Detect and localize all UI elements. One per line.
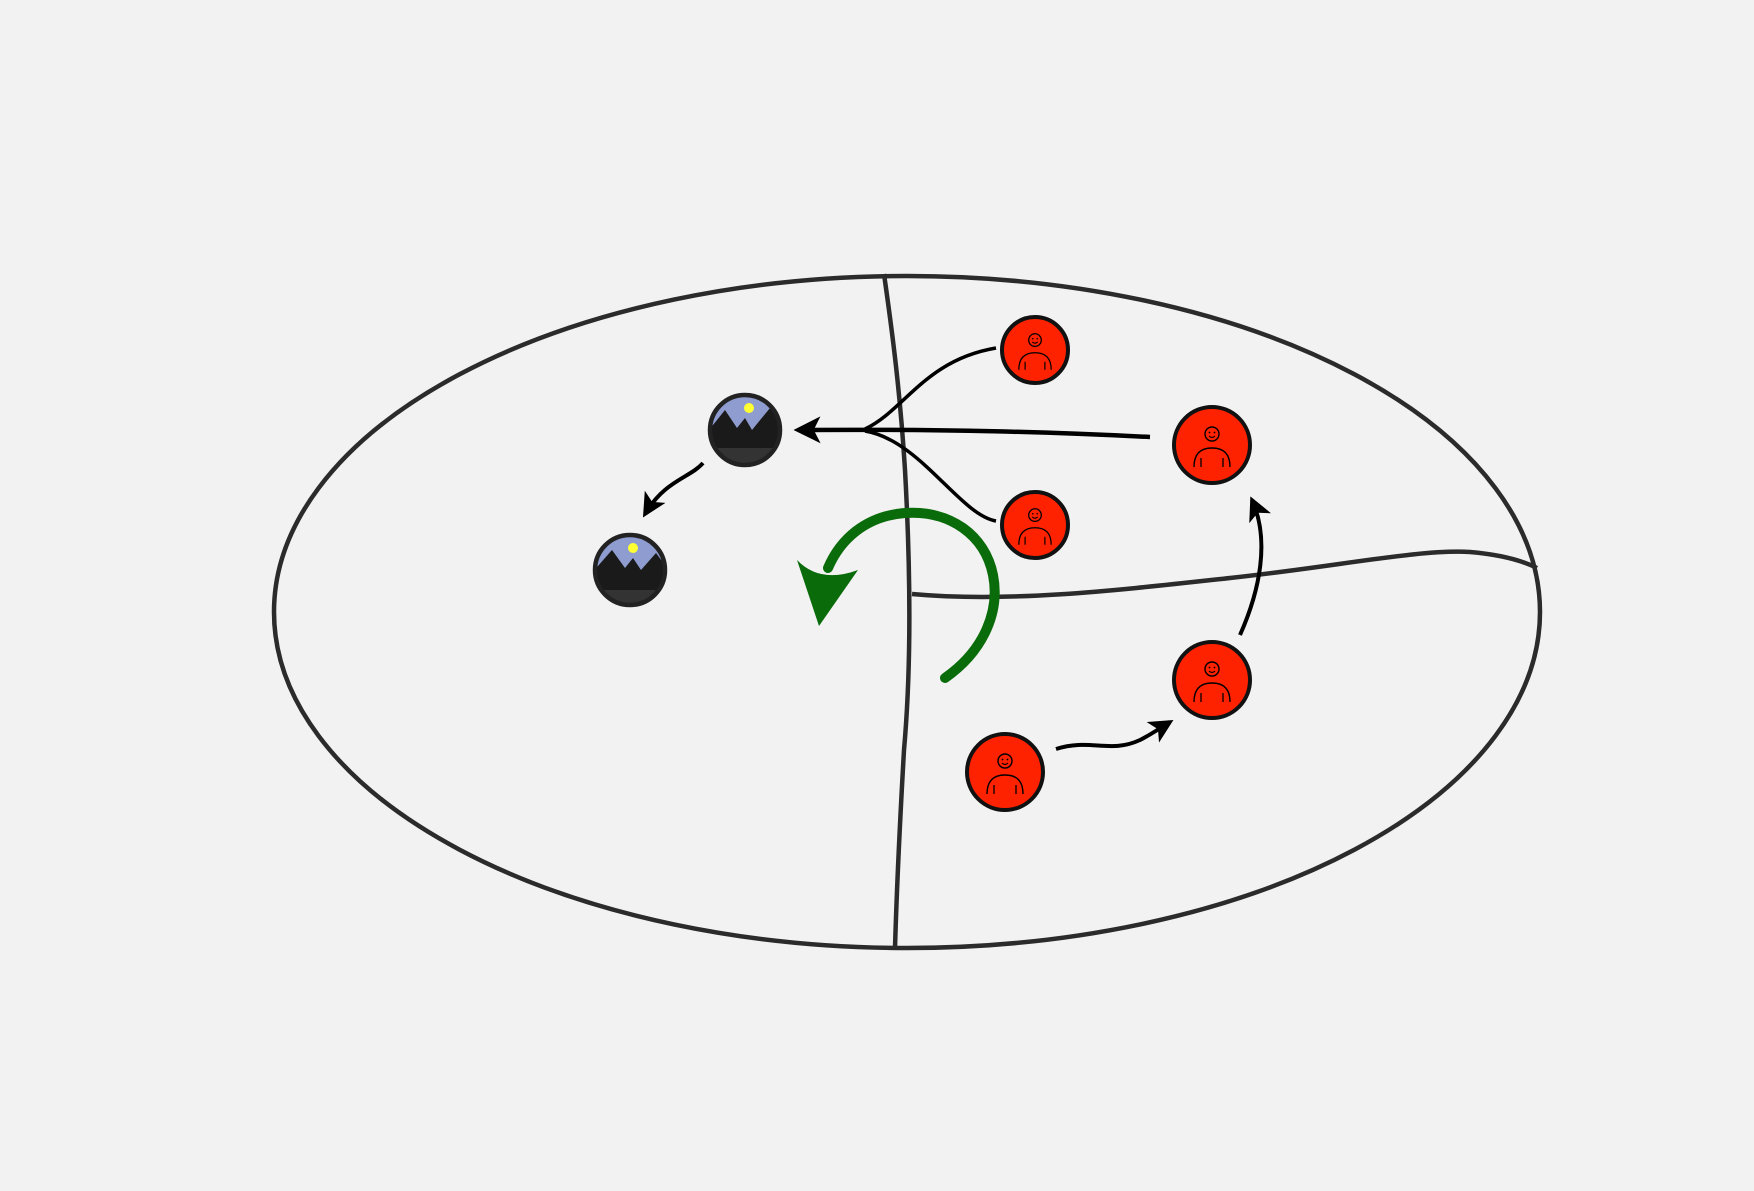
world-ellipse — [271, 273, 1543, 951]
landscape-nodes — [590, 390, 785, 610]
world-outline — [271, 273, 1543, 951]
person-node[interactable] — [1172, 640, 1252, 720]
person-node[interactable] — [1000, 490, 1070, 560]
arrow-person-1-to-landscape-1 — [864, 346, 997, 431]
person-node[interactable] — [1172, 405, 1252, 485]
arrow-person-3-to-landscape-1 — [864, 429, 997, 523]
rotate-counterclockwise-icon — [797, 507, 1000, 683]
landscape-node[interactable] — [705, 390, 785, 470]
person-node-circle — [1000, 315, 1070, 385]
mountain-landscape-icon — [710, 395, 780, 465]
landscape-node[interactable] — [590, 530, 670, 610]
person-node[interactable] — [965, 732, 1045, 812]
person-node[interactable] — [1000, 315, 1070, 385]
arrow-person-2-to-landscape-1 — [793, 416, 1151, 444]
arrow-person-4-to-person-2 — [1238, 496, 1272, 636]
person-nodes — [965, 315, 1252, 812]
world-vertical-divider — [881, 273, 912, 949]
person-node-circle — [1000, 490, 1070, 560]
arrow-landscape-1-to-landscape-2 — [642, 461, 705, 518]
person-node-circle — [1172, 405, 1252, 485]
connection-arrows — [642, 346, 1272, 751]
person-node-circle — [1172, 640, 1252, 720]
rotation-arrowhead — [797, 560, 858, 626]
rotation-arc — [823, 507, 1000, 683]
mountain-landscape-icon — [595, 535, 665, 605]
world-horizontal-divider — [911, 549, 1539, 600]
person-node-circle — [965, 732, 1045, 812]
arrow-person-5-to-person-4 — [1055, 719, 1174, 751]
